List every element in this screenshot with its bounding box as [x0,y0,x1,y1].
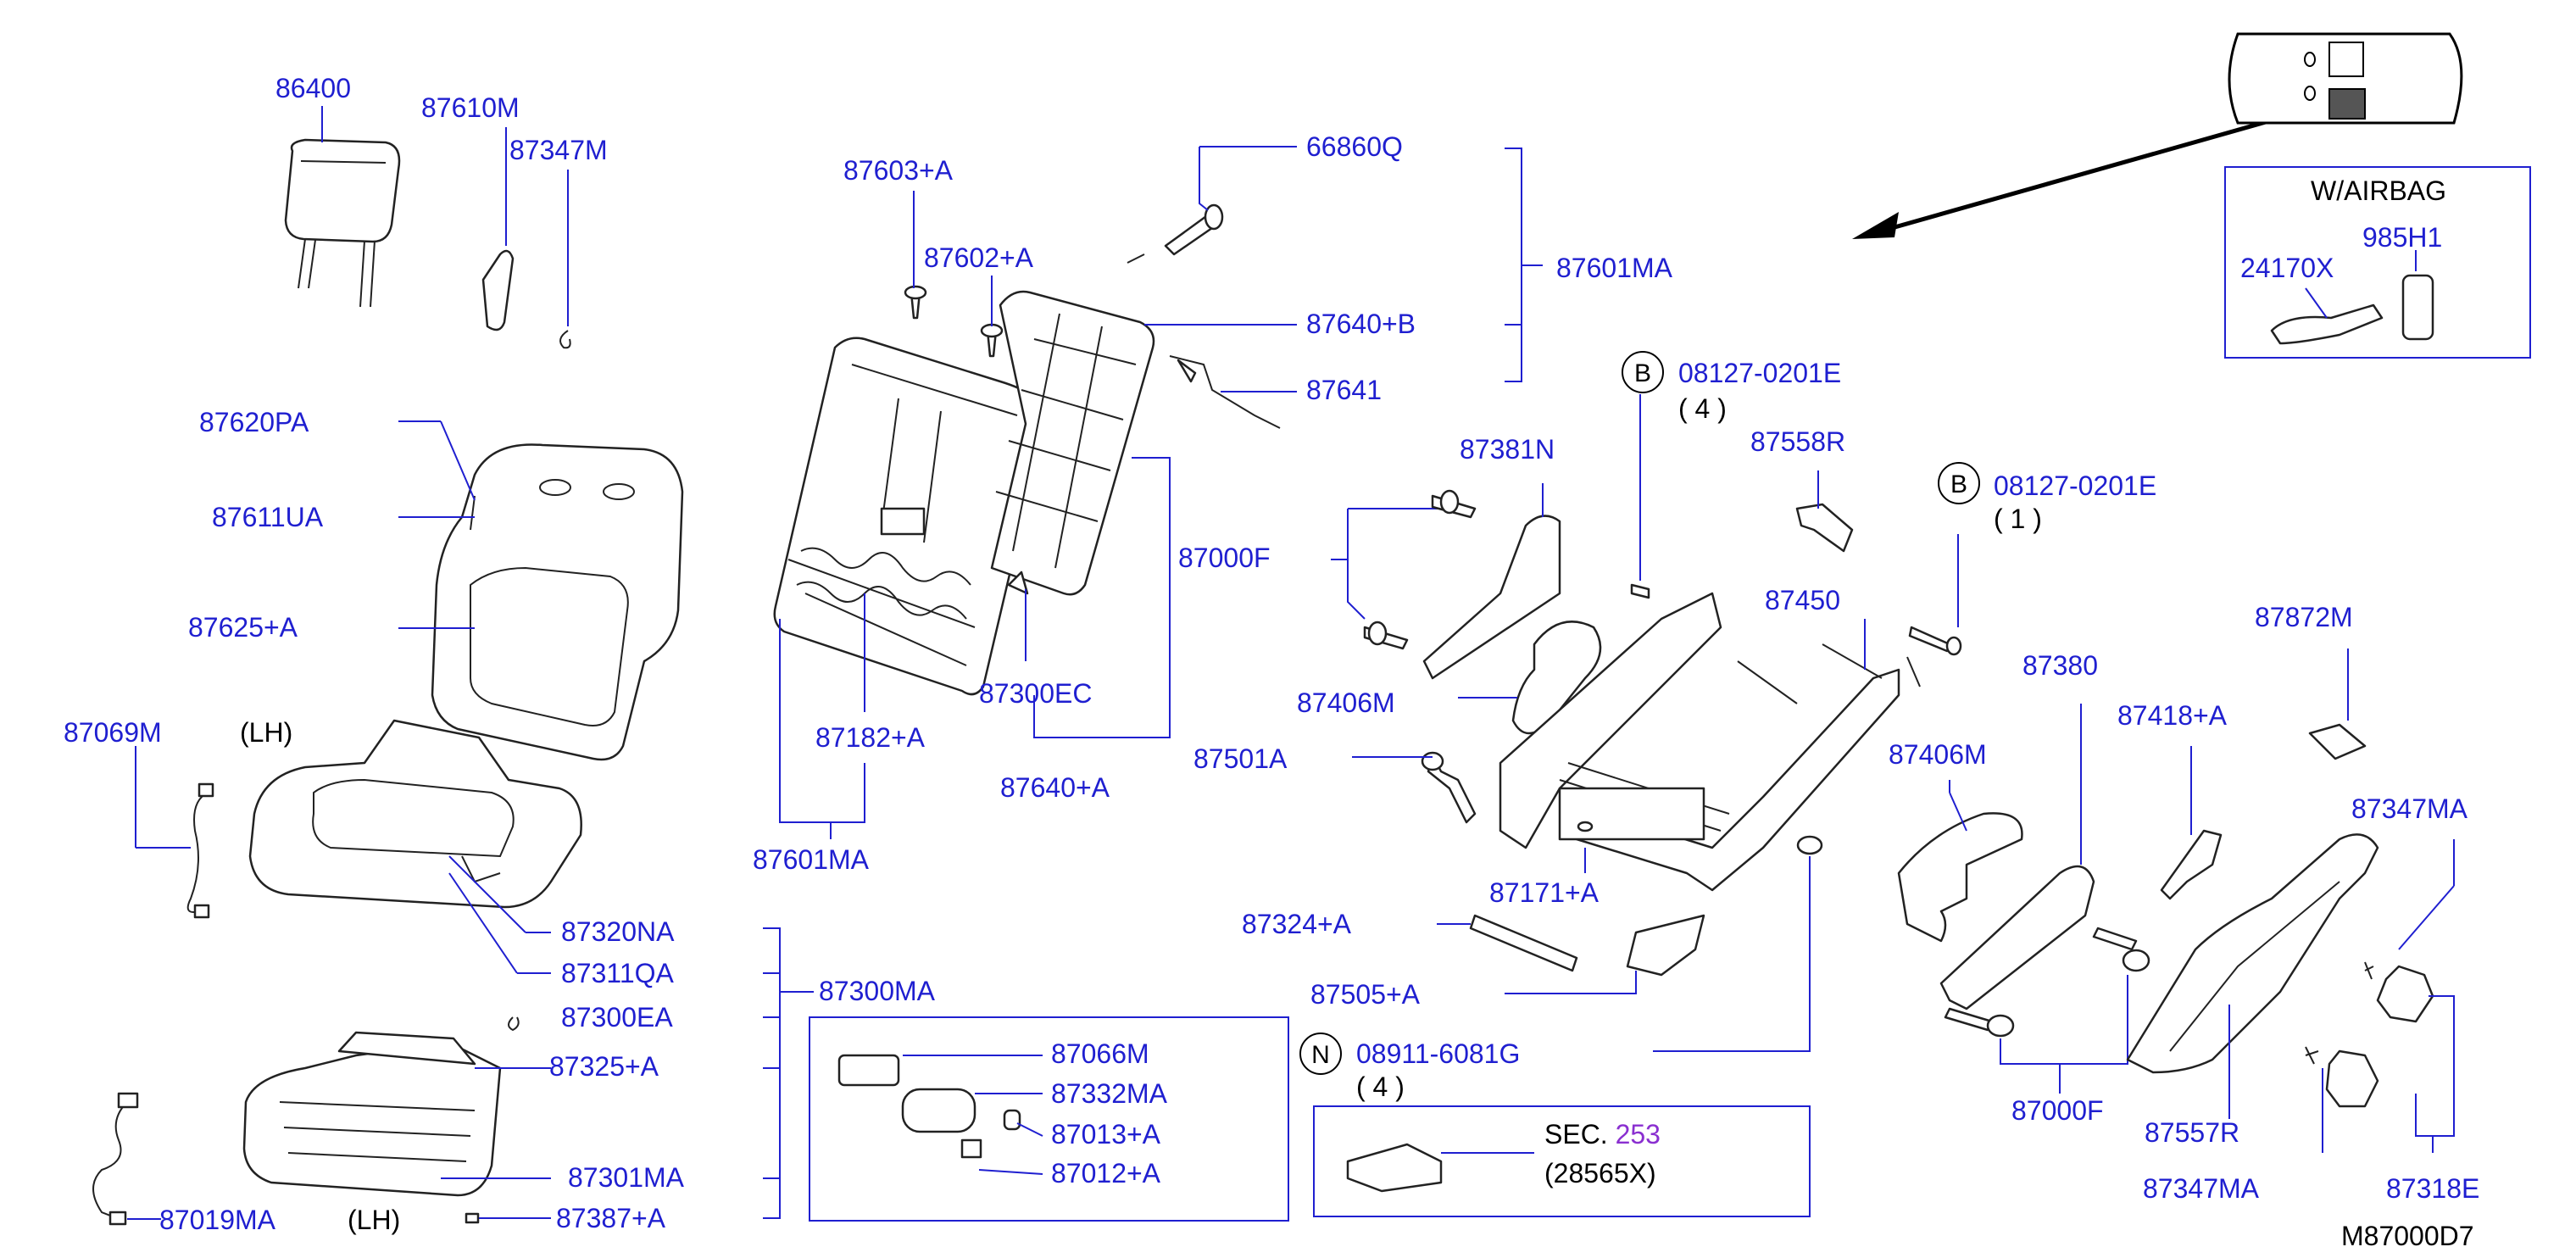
part-label-87381n: 87381N [1460,434,1555,465]
part-label-87069m: 87069M [64,717,162,748]
drawing-code: M87000D7 [2341,1221,2474,1251]
sec-part-label: (28565X) [1544,1158,1656,1188]
circle-b-1: B [1622,351,1664,393]
vehicle-inset [2228,32,2463,125]
lh-note-2: (LH) [348,1205,401,1235]
seat-back-drawing [431,443,684,761]
part-label-87387a: 87387+A [556,1203,666,1233]
part-label-87066m: 87066M [1051,1038,1149,1069]
part-label-87640b: 87640+B [1306,309,1416,339]
part-label-87347ma-bottom: 87347MA [2143,1173,2259,1204]
part-label-87300ma: 87300MA [819,976,935,1006]
part-label-87557r: 87557R [2145,1117,2240,1148]
seat-frame-drawing [242,1031,502,1197]
part-label-87380: 87380 [2022,650,2098,681]
part-label-87012a: 87012+A [1051,1158,1161,1188]
part-label-87013a: 87013+A [1051,1119,1161,1149]
part-label-87601ma-top: 87601MA [1556,253,1672,283]
part-label-87300ea: 87300EA [561,1002,673,1033]
part-label-87505a: 87505+A [1310,979,1421,1010]
part-label-87611ua: 87611UA [212,502,324,532]
part-label-87300ec: 87300EC [979,678,1093,709]
section-ref-box [1313,1105,1811,1217]
qty-1: ( 1 ) [1994,504,2042,534]
part-label-985h1: 985H1 [2362,222,2443,253]
parts-kit-box [809,1016,1289,1222]
airbag-box [2224,166,2531,359]
part-label-87000f-right: 87000F [2011,1095,2104,1126]
part-label-87641: 87641 [1306,375,1382,405]
circle-b-2: B [1938,462,1980,504]
sec-label: SEC. 253 [1544,1119,1661,1149]
part-label-87182a: 87182+A [815,722,926,753]
part-label-87558r: 87558R [1750,426,1846,457]
part-label-87301ma: 87301MA [568,1162,684,1193]
part-label-87320na: 87320NA [561,916,675,947]
part-label-08911-6081g: 08911-6081G [1356,1038,1521,1069]
trim-bezel-drawing [481,249,515,331]
part-label-87640a: 87640+A [1000,772,1110,803]
part-label-08127-0201e-1: 08127-0201E [1678,358,1842,388]
part-label-87610m: 87610M [421,92,520,123]
part-label-08127-0201e-2: 08127-0201E [1994,470,2157,501]
part-label-87171a: 87171+A [1489,877,1600,908]
seat-back-frame-drawing [773,337,1049,696]
part-label-87406m-1: 87406M [1297,687,1395,718]
airbag-title: W/AIRBAG [2311,175,2447,206]
circle-n: N [1299,1033,1342,1075]
part-label-87872m: 87872M [2255,602,2353,632]
qty-4-1: ( 4 ) [1678,393,1727,424]
headrest-drawing [284,138,401,308]
part-label-66860q: 66860Q [1306,131,1403,162]
part-label-87019ma: 87019MA [159,1205,275,1235]
part-label-87406m-2: 87406M [1889,739,1987,770]
part-label-87311qa: 87311QA [561,958,674,988]
qty-4-2: ( 4 ) [1356,1072,1405,1102]
part-label-87347ma-right: 87347MA [2351,793,2468,824]
part-label-87000f-mid: 87000F [1178,543,1271,573]
part-label-87620pa: 87620PA [199,407,309,437]
part-label-86400: 86400 [275,73,351,103]
part-label-87501a: 87501A [1193,743,1288,774]
part-label-87318e: 87318E [2386,1173,2480,1204]
seat-adjuster-drawing [1499,592,1900,892]
rear-panel-drawing [990,290,1155,596]
seat-cushion-drawing [248,719,582,909]
part-label-87324a: 87324+A [1242,909,1352,939]
part-label-87602a: 87602+A [924,242,1034,273]
harness-drawing [186,792,209,913]
part-label-87450: 87450 [1765,585,1840,615]
part-label-87332ma: 87332MA [1051,1078,1167,1109]
part-label-87325a: 87325+A [549,1051,659,1082]
part-label-87347m: 87347M [509,135,608,165]
part-label-87418a: 87418+A [2117,700,2228,731]
part-label-24170x: 24170X [2240,253,2334,283]
sec-number: 253 [1615,1119,1661,1149]
part-label-87603a: 87603+A [843,155,954,186]
lh-note-1: (LH) [240,717,293,748]
part-label-87625a: 87625+A [188,612,298,643]
part-label-87601ma-bot: 87601MA [753,844,869,875]
